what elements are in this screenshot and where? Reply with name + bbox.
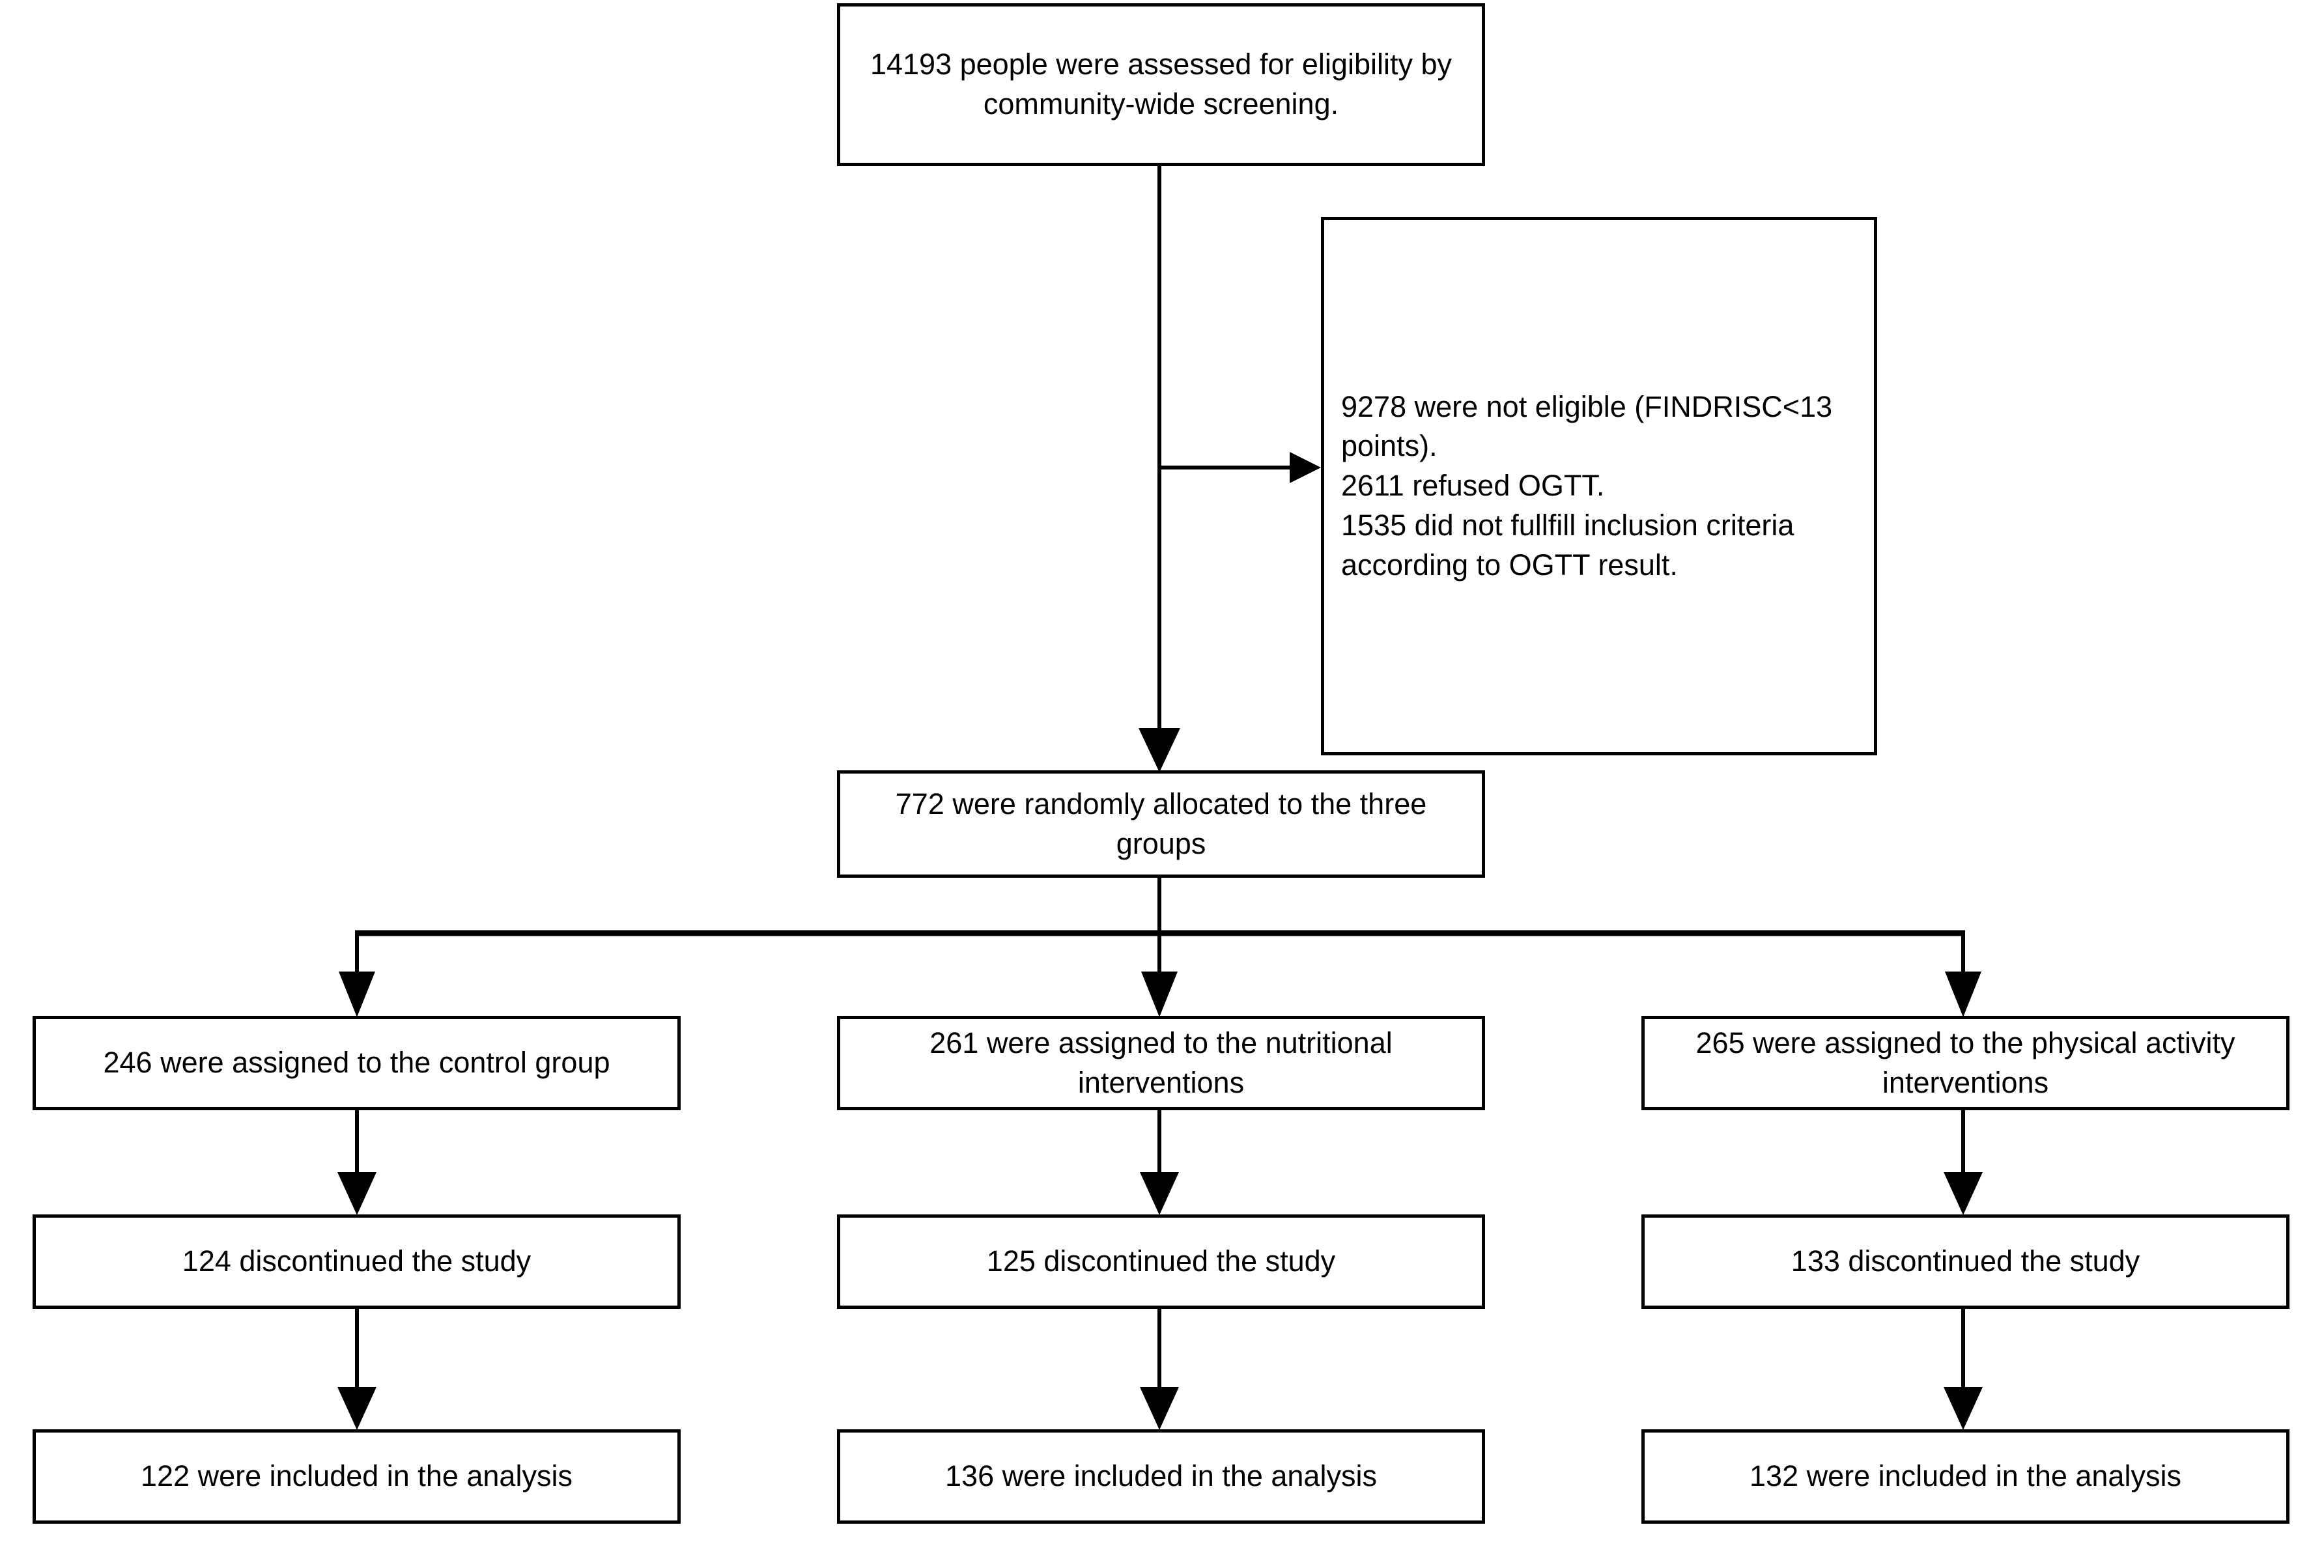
arrowhead-randomized <box>1139 728 1180 772</box>
node-alloc-nutritional-label: 261 were assigned to the nutritional int… <box>929 1026 1393 1099</box>
arrowhead-anal-control <box>337 1387 376 1430</box>
node-disc-nutritional: 125 discontinued the study <box>837 1214 1485 1309</box>
node-analysis-physical: 132 were included in the analysis <box>1641 1429 2289 1524</box>
node-analysis-nutritional-label: 136 were included in the analysis <box>945 1459 1377 1493</box>
node-disc-control-label: 124 discontinued the study <box>182 1244 531 1278</box>
node-excluded-label: 9278 were not eligible (FINDRISC<13 poin… <box>1341 389 1833 581</box>
arrowhead-alloc-control <box>339 972 375 1017</box>
node-randomized: 772 were randomly allocated to the three… <box>837 770 1485 878</box>
node-analysis-physical-label: 132 were included in the analysis <box>1750 1459 2181 1493</box>
node-analysis-control: 122 were included in the analysis <box>33 1429 681 1524</box>
node-excluded: 9278 were not eligible (FINDRISC<13 poin… <box>1321 217 1877 755</box>
node-randomized-label: 772 were randomly allocated to the three… <box>895 787 1427 860</box>
node-analysis-control-label: 122 were included in the analysis <box>141 1459 573 1493</box>
node-alloc-physical: 265 were assigned to the physical activi… <box>1641 1016 2289 1110</box>
node-alloc-control-label: 246 were assigned to the control group <box>103 1046 610 1080</box>
node-screened-label: 14193 people were assessed for eligibili… <box>870 48 1452 120</box>
arrowhead-disc-nutritional <box>1140 1172 1179 1215</box>
node-disc-physical: 133 discontinued the study <box>1641 1214 2289 1309</box>
arrowhead-anal-nutritional <box>1140 1387 1179 1430</box>
node-disc-nutritional-label: 125 discontinued the study <box>986 1244 1336 1278</box>
arrowhead-disc-control <box>337 1172 376 1215</box>
arrowhead-anal-physical <box>1944 1387 1983 1430</box>
node-analysis-nutritional: 136 were included in the analysis <box>837 1429 1485 1524</box>
node-disc-control: 124 discontinued the study <box>33 1214 681 1309</box>
node-disc-physical-label: 133 discontinued the study <box>1791 1244 2140 1278</box>
node-alloc-control: 246 were assigned to the control group <box>33 1016 681 1110</box>
node-screened: 14193 people were assessed for eligibili… <box>837 3 1485 166</box>
node-alloc-physical-label: 265 were assigned to the physical activi… <box>1695 1026 2235 1099</box>
arrowhead-alloc-nutritional <box>1141 972 1178 1017</box>
arrowhead-alloc-physical <box>1945 972 1981 1017</box>
arrowhead-disc-physical <box>1944 1172 1983 1215</box>
arrowhead-excluded <box>1290 452 1321 483</box>
node-alloc-nutritional: 261 were assigned to the nutritional int… <box>837 1016 1485 1110</box>
